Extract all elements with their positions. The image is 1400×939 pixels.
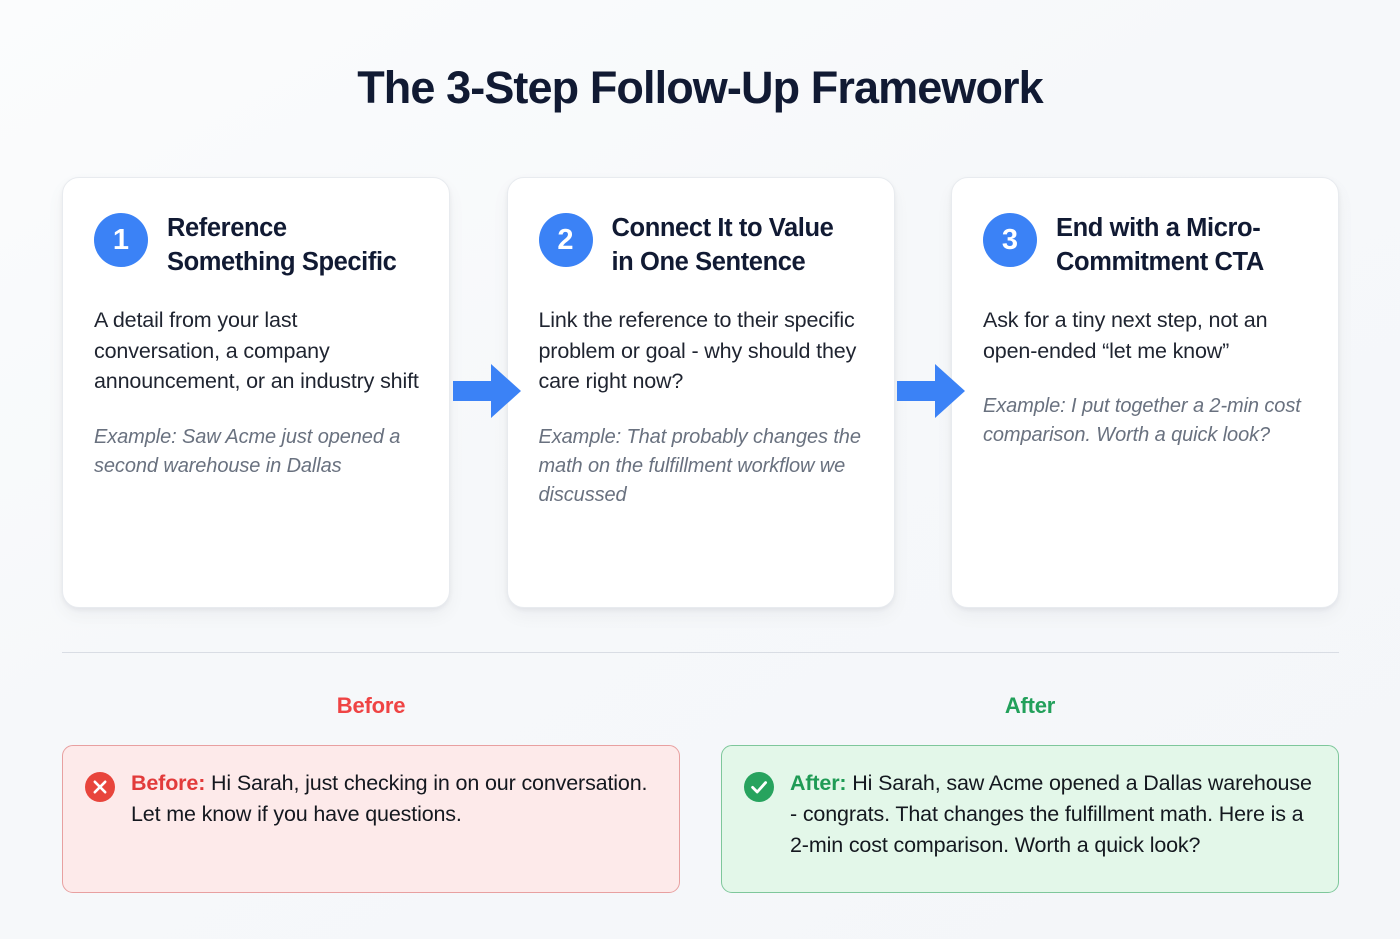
step-example-2: Example: That probably changes the math … [538, 425, 861, 506]
step-body-1: A detail from your last conversation, a … [94, 308, 419, 394]
before-after-comparison: Before Before: Hi Sarah, just checking i… [62, 693, 1339, 893]
step-card-2-header: 2 Connect It to Value in One Sentence [538, 211, 864, 279]
circle-x-icon [85, 772, 115, 802]
step-number-badge-3: 3 [983, 213, 1037, 267]
step-card-1: 1 Reference Something Specific A detail … [62, 177, 450, 608]
step-body-3: Ask for a tiny next step, not an open-en… [983, 308, 1268, 363]
step-card-2: 2 Connect It to Value in One Sentence Li… [506, 177, 895, 608]
step-example-1: Example: Saw Acme just opened a second w… [94, 425, 401, 477]
steps-row: 1 Reference Something Specific A detail … [62, 177, 1339, 608]
after-message-text: Hi Sarah, saw Acme opened a Dallas wareh… [790, 771, 1312, 858]
arrow-right-icon [453, 362, 521, 420]
before-panel: Before: Hi Sarah, just checking in on ou… [62, 745, 680, 893]
before-tag: Before: [131, 771, 206, 795]
step-card-1-header: 1 Reference Something Specific [94, 211, 419, 279]
step-card-3: 3 End with a Micro-Commitment CTA Ask fo… [951, 177, 1339, 608]
step-heading-1: Reference Something Specific [167, 214, 397, 276]
step-body-2: Link the reference to their specific pro… [538, 308, 857, 394]
before-column: Before Before: Hi Sarah, just checking i… [62, 693, 680, 893]
step-example-3: Example: I put together a 2-min cost com… [983, 395, 1301, 447]
after-tag: After: [790, 771, 847, 795]
arrow-right-icon [897, 362, 965, 420]
after-message: After: Hi Sarah, saw Acme opened a Dalla… [790, 768, 1314, 862]
step-card-3-header: 3 End with a Micro-Commitment CTA [983, 211, 1308, 279]
after-label: After [1004, 693, 1056, 718]
after-column: After After: Hi Sarah, saw Acme opened a… [721, 693, 1339, 893]
step-number-badge-2: 2 [538, 213, 593, 267]
page-title: The 3-Step Follow-Up Framework [357, 62, 1043, 113]
after-panel: After: Hi Sarah, saw Acme opened a Dalla… [721, 745, 1339, 893]
step-heading-3: End with a Micro-Commitment CTA [1056, 214, 1264, 276]
step-heading-2: Connect It to Value in One Sentence [611, 214, 834, 276]
circle-check-icon [744, 772, 774, 802]
section-divider [62, 652, 1339, 653]
before-message-text: Hi Sarah, just checking in on our conver… [131, 771, 648, 827]
before-message: Before: Hi Sarah, just checking in on ou… [131, 768, 655, 830]
step-number-badge-1: 1 [94, 213, 148, 267]
before-label: Before [336, 693, 406, 718]
